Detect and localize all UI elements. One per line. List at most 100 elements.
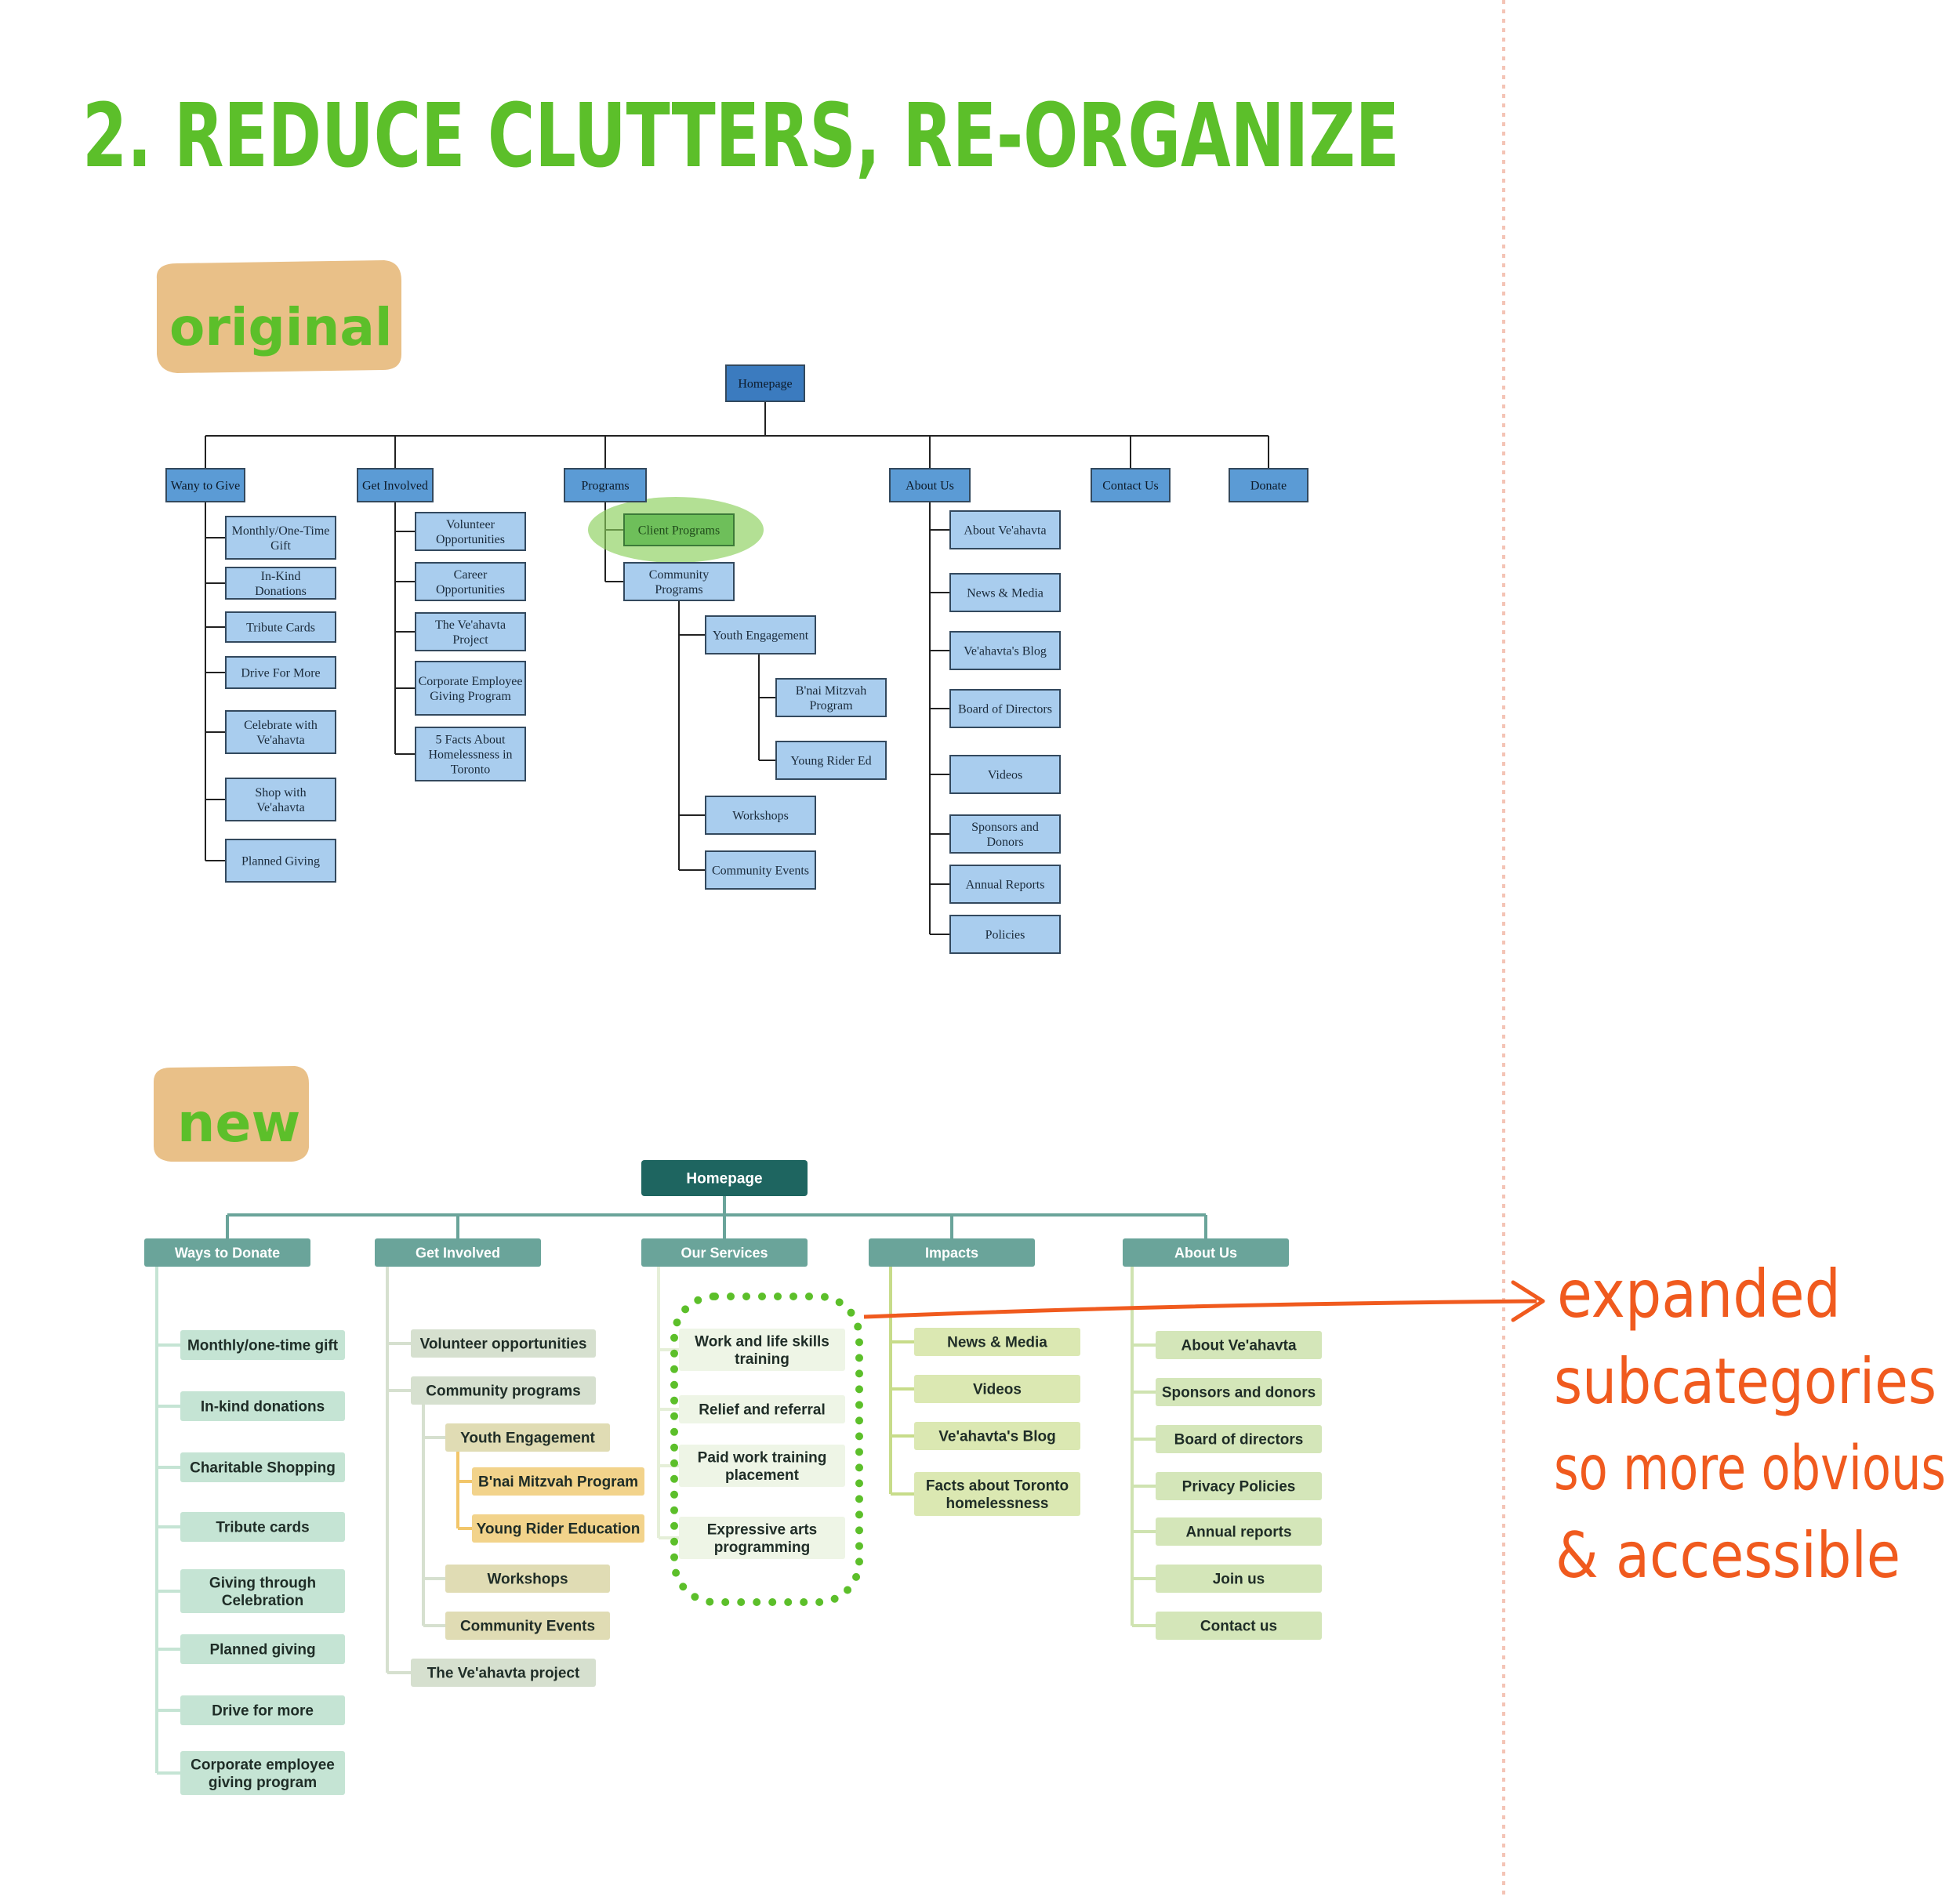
page-heading: 2. REDUCE CLUTTERS, RE-ORGANIZE bbox=[82, 85, 1399, 187]
orig-about-policies: Policies bbox=[949, 915, 1061, 954]
orig-cat-wany-to-give-box bbox=[165, 468, 245, 502]
orig-cat-programs: Programs bbox=[564, 468, 647, 502]
new-about-sponsors-and-donors-label: Sponsors and donors bbox=[1162, 1385, 1316, 1401]
new-cat-get-involved: Get Involved bbox=[375, 1238, 541, 1267]
orig-about-board-of-directors: Board of Directors bbox=[949, 689, 1061, 728]
orig-about-news-media-label: News & Media bbox=[967, 587, 1044, 600]
new-donate-corporate-employee-giving-program-box bbox=[180, 1751, 345, 1795]
orig-give-monthly-one-time-gift-label-1: Monthly/One-Time bbox=[232, 524, 330, 538]
new-cat-impacts-label: Impacts bbox=[925, 1245, 978, 1260]
new-youth-young-rider-education-label: Young Rider Education bbox=[477, 1521, 641, 1538]
new-donate-tribute-cards-box bbox=[180, 1512, 345, 1542]
orig-about-annual-reports-box bbox=[949, 865, 1061, 904]
orig-give-in-kind-donations-label-1: In-Kind bbox=[261, 570, 301, 583]
original-tag: original bbox=[156, 260, 401, 373]
orig-community-workshops: Workshops bbox=[705, 796, 816, 835]
orig-cat-donate-box bbox=[1229, 468, 1308, 502]
orig-about-sponsors-and-donors-box bbox=[949, 814, 1061, 854]
new-services-work-and-life-skills-training-box bbox=[679, 1329, 845, 1371]
orig-programs-client-programs: Client Programs bbox=[623, 513, 735, 546]
orig-involved-career-opportunities-box bbox=[415, 562, 526, 601]
new-donate-drive-for-more: Drive for more bbox=[180, 1695, 345, 1725]
new-donate-drive-for-more-box bbox=[180, 1695, 345, 1725]
new-donate-planned-giving-label: Planned giving bbox=[209, 1642, 315, 1659]
orig-about-policies-label: Policies bbox=[985, 929, 1025, 942]
orig-give-tribute-cards-box bbox=[225, 611, 336, 643]
new-donate-tribute-cards: Tribute cards bbox=[180, 1512, 345, 1542]
new-services-work-and-life-skills-training-label-1: Work and life skills bbox=[695, 1333, 829, 1350]
orig-about-videos-label: Videos bbox=[988, 769, 1022, 782]
new-involved-community-programs-box bbox=[411, 1376, 596, 1405]
orig-about-news-media: News & Media bbox=[949, 573, 1061, 612]
orig-give-planned-giving-box bbox=[225, 839, 336, 883]
new-donate-monthly-one-time-gift: Monthly/one-time gift bbox=[180, 1330, 345, 1360]
new-community-youth-engagement-box bbox=[445, 1423, 610, 1452]
new-donate-monthly-one-time-gift-box bbox=[180, 1330, 345, 1360]
orig-community-workshops-box bbox=[705, 796, 816, 835]
new-youth-young-rider-education: Young Rider Education bbox=[472, 1514, 644, 1543]
orig-programs-client-programs-label: Client Programs bbox=[638, 524, 720, 538]
orig-about-news-media-box bbox=[949, 573, 1061, 612]
new-impacts-videos: Videos bbox=[914, 1375, 1080, 1403]
new-community-workshops: Workshops bbox=[445, 1565, 610, 1593]
new-tag-label: new bbox=[177, 1093, 300, 1155]
annotation: expanded subcategories so more obvious &… bbox=[1554, 1256, 1946, 1592]
new-youth-b-nai-mitzvah-program-label: B'nai Mitzvah Program bbox=[478, 1474, 638, 1491]
new-about-contact-us: Contact us bbox=[1156, 1612, 1322, 1640]
new-impacts-videos-box bbox=[914, 1375, 1080, 1403]
new-about-about-ve-ahavta-label: About Ve'ahavta bbox=[1181, 1338, 1296, 1354]
orig-involved-the-ve-ahavta-project-label-1: The Ve'ahavta bbox=[435, 618, 506, 632]
new-about-board-of-directors: Board of directors bbox=[1156, 1425, 1322, 1453]
orig-community-youth-engagement-label: Youth Engagement bbox=[713, 629, 809, 643]
new-about-annual-reports-label: Annual reports bbox=[1185, 1525, 1291, 1541]
new-services-paid-work-training-placement-label-2: placement bbox=[725, 1467, 800, 1484]
orig-cat-programs-label: Programs bbox=[581, 480, 629, 493]
new-services-work-and-life-skills-training-label-2: training bbox=[735, 1351, 789, 1368]
orig-cat-donate: Donate bbox=[1229, 468, 1308, 502]
orig-cat-contact-us-label: Contact Us bbox=[1102, 480, 1159, 493]
new-cat-ways-to-donate: Ways to Donate bbox=[144, 1238, 310, 1267]
orig-root-homepage: Homepage bbox=[725, 364, 805, 402]
orig-give-planned-giving-label: Planned Giving bbox=[241, 855, 320, 868]
orig-about-ve-ahavta-s-blog-label: Ve'ahavta's Blog bbox=[964, 645, 1047, 658]
orig-involved-5-facts-about-homelessness-in-toronto-label-3: Toronto bbox=[451, 763, 490, 776]
new-cat-ways-to-donate-label: Ways to Donate bbox=[175, 1245, 280, 1260]
new-services-paid-work-training-placement-box bbox=[679, 1445, 845, 1487]
orig-cat-get-involved-box bbox=[357, 468, 434, 502]
orig-programs-client-programs-box bbox=[623, 513, 735, 546]
new-about-board-of-directors-label: Board of directors bbox=[1174, 1432, 1304, 1449]
annotation-line-4: & accessible bbox=[1555, 1519, 1900, 1592]
orig-give-shop-with-ve-ahavta-label-1: Shop with bbox=[255, 786, 306, 800]
new-cat-get-involved-label: Get Involved bbox=[416, 1245, 500, 1260]
new-cat-about-us: About Us bbox=[1123, 1238, 1289, 1267]
new-involved-the-ve-ahavta-project-box bbox=[411, 1659, 596, 1687]
new-root-homepage-box bbox=[641, 1160, 808, 1196]
new-about-privacy-policies: Privacy Policies bbox=[1156, 1472, 1322, 1500]
new-impacts-ve-ahavta-s-blog-label: Ve'ahavta's Blog bbox=[938, 1429, 1056, 1445]
new-about-sponsors-and-donors-box bbox=[1156, 1378, 1322, 1406]
orig-about-about-ve-ahavta-box bbox=[949, 510, 1061, 549]
services-dotted-loop bbox=[670, 1293, 863, 1606]
orig-cat-contact-us: Contact Us bbox=[1091, 468, 1171, 502]
orig-involved-5-facts-about-homelessness-in-toronto-label-2: Homelessness in bbox=[428, 749, 512, 762]
new-cat-ways-to-donate-box bbox=[144, 1238, 310, 1267]
orig-involved-volunteer-opportunities-label-1: Volunteer bbox=[446, 518, 495, 531]
orig-involved-corporate-employee-giving-program-label-1: Corporate Employee bbox=[419, 675, 523, 688]
orig-youth-young-rider-ed: Young Rider Ed bbox=[775, 741, 887, 780]
new-about-join-us-label: Join us bbox=[1213, 1572, 1265, 1588]
new-involved-volunteer-opportunities: Volunteer opportunities bbox=[411, 1329, 596, 1358]
orig-give-planned-giving: Planned Giving bbox=[225, 839, 336, 883]
orig-give-celebrate-with-ve-ahavta-label-2: Ve'ahavta bbox=[256, 734, 305, 747]
orig-cat-donate-label: Donate bbox=[1250, 480, 1287, 493]
